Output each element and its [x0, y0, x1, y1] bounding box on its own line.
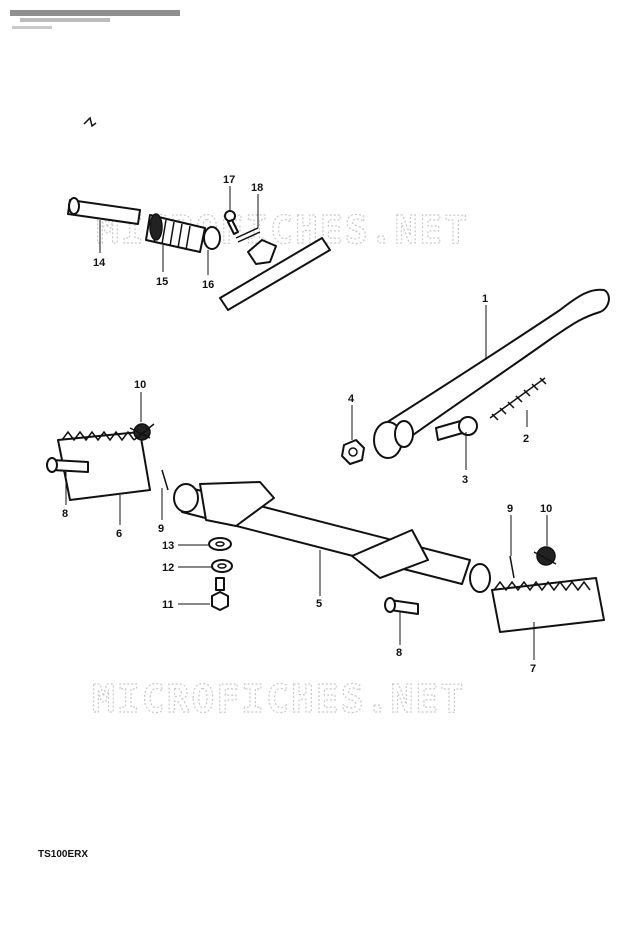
callout-part-8-right: 8 [396, 647, 402, 659]
part-17-pin [224, 210, 239, 235]
part-3-bolt [435, 416, 478, 441]
part-15-rubber [145, 213, 206, 253]
callout-part-8-left: 8 [62, 508, 68, 520]
callout-part-15: 15 [156, 276, 168, 288]
callout-part-7: 7 [530, 663, 536, 675]
callout-part-11: 11 [162, 599, 174, 611]
callout-part-14: 14 [93, 257, 106, 269]
callout-part-17: 17 [223, 174, 235, 186]
part-9-cotter-left [161, 469, 169, 491]
callout-part-10-right: 10 [540, 503, 552, 515]
callout-part-13: 13 [162, 540, 174, 552]
callout-part-10-left: 10 [134, 379, 146, 391]
part-5-footrest-bar [173, 481, 491, 593]
part-10-spring-right [533, 546, 557, 566]
watermark-bottom: MICROFICHES.NET [92, 677, 465, 721]
callout-part-5: 5 [316, 598, 322, 610]
part-10-spring-left [129, 423, 155, 441]
footrest-rod [219, 237, 331, 311]
leader-lines [65, 186, 548, 660]
part-2-spring [489, 377, 547, 421]
model-code: TS100ERX [38, 849, 89, 860]
part-12-lock-washer [211, 559, 233, 573]
callout-part-6: 6 [116, 528, 122, 540]
part-4-nut [341, 439, 365, 465]
callout-part-16: 16 [202, 279, 214, 291]
part-9-cotter-right [509, 555, 515, 579]
part-13-washer [208, 537, 232, 551]
callout-part-1: 1 [482, 293, 488, 305]
callout-part-9-right: 9 [507, 503, 513, 515]
callout-part-18: 18 [251, 182, 263, 194]
part-16-collar [203, 226, 221, 250]
callout-part-3: 3 [462, 474, 468, 486]
callout-part-9-left: 9 [158, 523, 164, 535]
part-1-stand [373, 288, 610, 459]
part-8-pin-right [384, 597, 419, 615]
callout-part-4: 4 [348, 393, 355, 405]
callout-part-2: 2 [523, 433, 529, 445]
part-18-cotter [235, 227, 261, 243]
part-8-pin-left [46, 457, 89, 473]
scan-noise [10, 10, 180, 128]
part-7-footrest-right [491, 577, 605, 633]
part-14-pin [67, 197, 141, 225]
callout-part-12: 12 [162, 562, 174, 574]
part-11-bolt [211, 577, 229, 611]
